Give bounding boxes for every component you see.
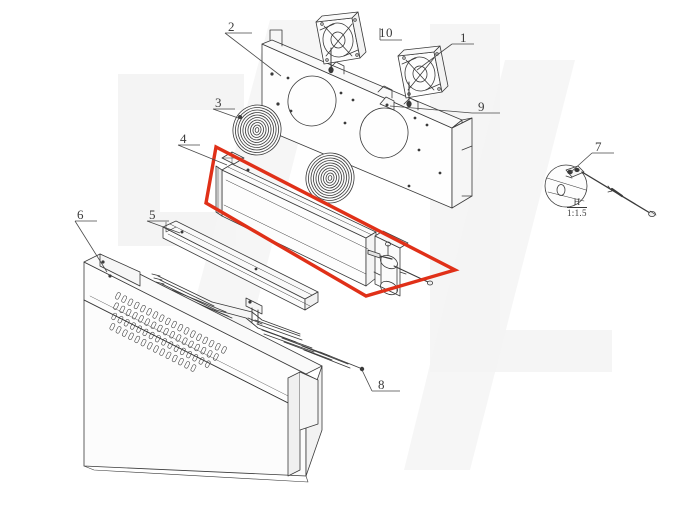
leader-5 [146, 220, 181, 234]
callout-label-1: 1 [460, 30, 467, 45]
callout-label-8: 8 [378, 377, 385, 392]
part-condenser-coil-assembly [215, 151, 433, 297]
part-service-valve-assembly [544, 164, 657, 217]
part-axial-fan-left [315, 11, 367, 74]
part-fan-mount-bracket [379, 96, 395, 111]
part-axial-fan-right [397, 45, 449, 108]
leader-9 [389, 105, 500, 114]
leader-2 [224, 32, 282, 77]
leader-6 [74, 220, 108, 273]
part-spiral-fan-grille-right [305, 152, 355, 204]
part-capillary-tube-bundle [151, 273, 365, 372]
leader-3 [212, 108, 242, 120]
part-perforated-front-cover [83, 253, 323, 483]
detail-marker-letter: H [567, 197, 587, 209]
callout-label-5: 5 [149, 207, 156, 222]
leader-8 [361, 369, 400, 392]
detail-scale-note: H 1:1.5 [567, 197, 587, 219]
part-support-rail [162, 220, 319, 311]
leader-10 [379, 28, 402, 41]
callout-label-3: 3 [215, 95, 222, 110]
detail-scale-ratio: 1:1.5 [567, 208, 587, 219]
leader-4 [177, 144, 228, 166]
part-spiral-fan-grille-left [232, 104, 282, 156]
callout-label-2: 2 [228, 19, 235, 34]
leader-1 [416, 43, 474, 71]
callout-label-10: 10 [379, 25, 393, 40]
callout-label-6: 6 [77, 207, 84, 222]
callout-label-4: 4 [180, 131, 187, 146]
leader-7 [570, 152, 614, 173]
part-4-highlight-box [204, 144, 460, 298]
callout-label-7: 7 [595, 139, 602, 154]
callout-label-9: 9 [478, 99, 485, 114]
